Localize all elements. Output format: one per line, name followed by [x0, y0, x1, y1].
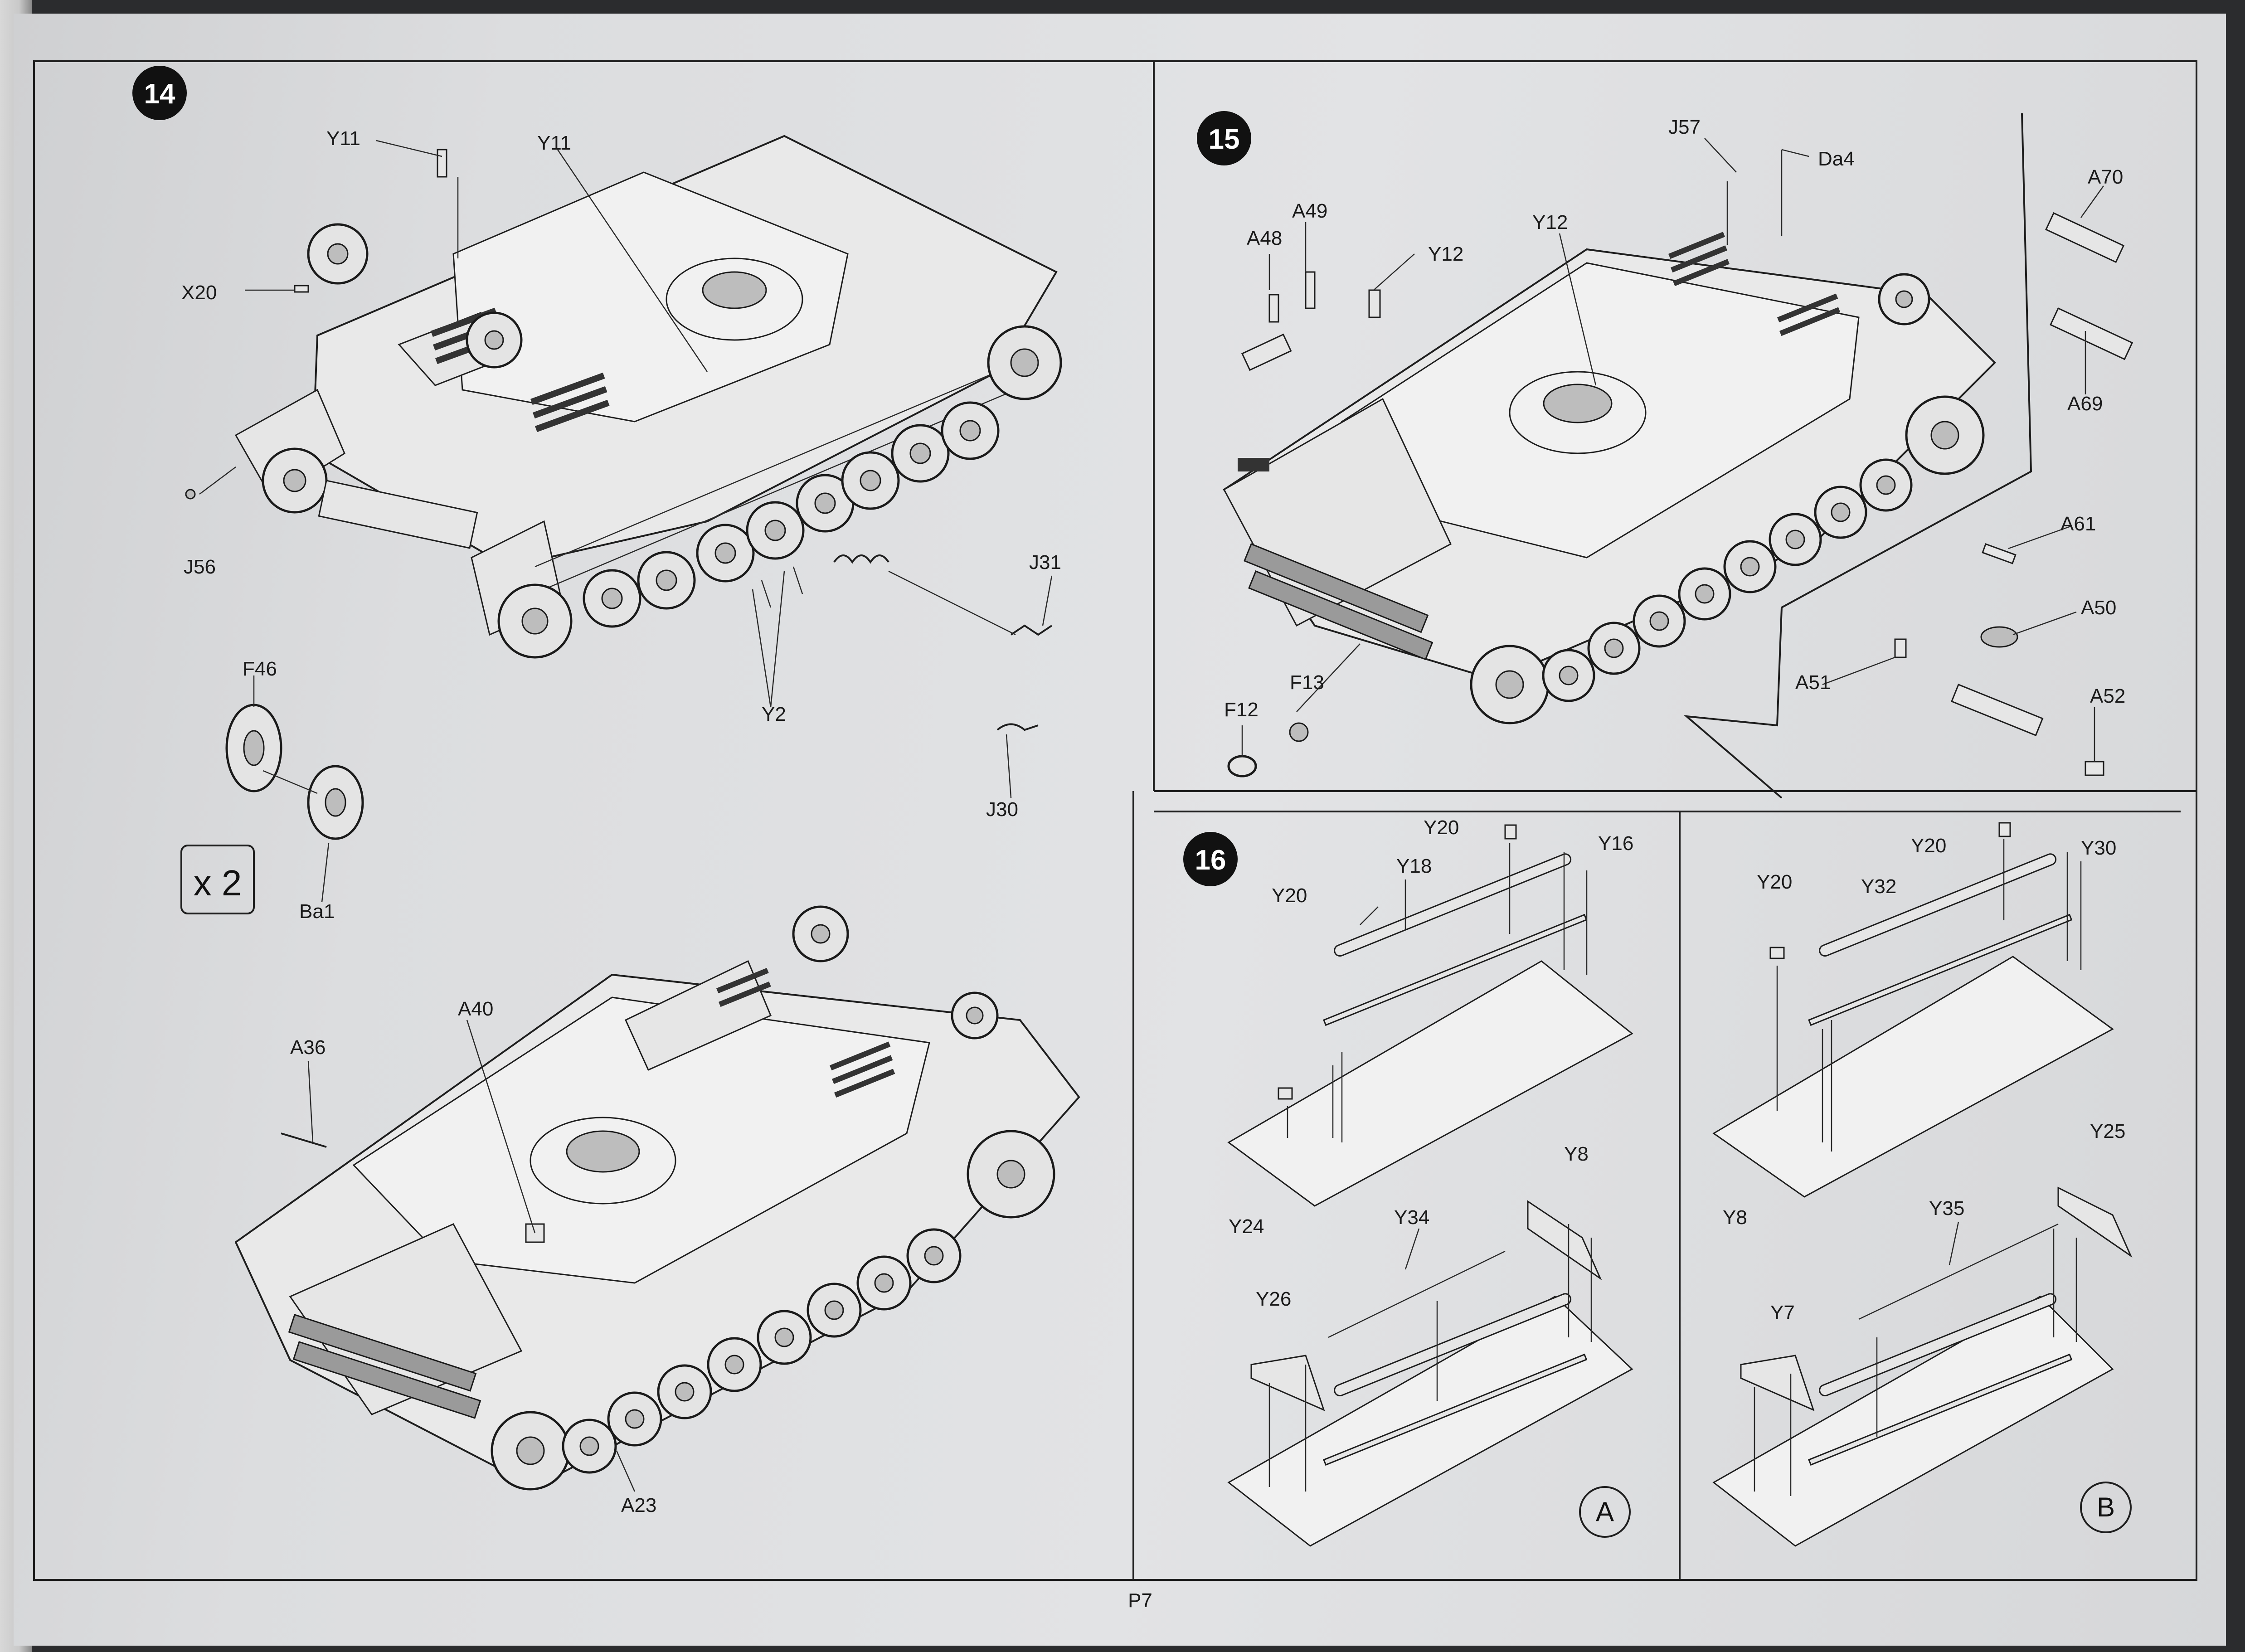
label-y20-b1: Y20: [1911, 835, 1946, 857]
label-y20-a2: Y20: [1272, 884, 1307, 907]
step-15-parts: [1227, 150, 2133, 777]
label-a61: A61: [2060, 513, 2096, 535]
label-y26: Y26: [1256, 1288, 1291, 1310]
road-wheels-lower: [491, 905, 1055, 1491]
label-a49: A49: [1292, 200, 1327, 222]
step-15: 15: [1197, 111, 2133, 777]
label-j31: J31: [1029, 551, 1061, 573]
label-a52: A52: [2090, 685, 2125, 707]
label-a48: A48: [1247, 227, 1282, 249]
label-y20-b2: Y20: [1757, 871, 1792, 893]
label-y12-b: Y12: [1532, 211, 1568, 233]
road-wheels-upper: [262, 325, 1062, 659]
panel-borders: [33, 60, 2197, 1581]
label-y25: Y25: [2090, 1120, 2125, 1142]
label-a23: A23: [621, 1494, 656, 1516]
step-16-a-bottom-assembly: A: [1227, 1200, 1633, 1547]
variant-b-marker: B: [2097, 1492, 2115, 1522]
label-y12-a: Y12: [1428, 243, 1463, 265]
engine-grille-15: [1668, 232, 1841, 336]
step-15-badge: 15: [1197, 111, 1251, 165]
step-15-tank-illustration: [1223, 232, 1996, 724]
label-y16: Y16: [1598, 832, 1633, 855]
label-a36: A36: [290, 1036, 326, 1059]
step-14-wheel-subassembly: [225, 675, 364, 903]
label-y7: Y7: [1770, 1302, 1795, 1324]
multiplier-text: x 2: [194, 863, 242, 903]
step-15-leaders: [1241, 138, 2104, 762]
step-16-leaders: [1360, 879, 1959, 1270]
road-wheels-15: [1470, 273, 1985, 724]
step-14-labels: Y11 Y11 X20 J56 J31 Y2 J30 F46 Ba1 A40 A…: [181, 127, 1061, 1516]
step-15-number: 15: [1209, 124, 1240, 155]
label-f46: F46: [243, 658, 277, 680]
label-y18: Y18: [1396, 855, 1432, 877]
step-15-labels: J57 Da4 A49 A48 Y12 Y12 A70 A69 A61 A50 …: [1224, 116, 2125, 721]
label-y2: Y2: [762, 703, 786, 725]
step-16-labels: Y20 Y18 Y16 Y20 Y24 Y8 Y34 Y26 Y20 Y32 Y…: [1229, 816, 2125, 1324]
step-16-b-top-assembly: [1712, 822, 2114, 1198]
label-y35: Y35: [1929, 1197, 1964, 1220]
step-16: 16 A: [1183, 816, 2133, 1547]
step-16-badge: 16: [1183, 832, 1238, 886]
label-y34: Y34: [1394, 1206, 1429, 1229]
label-y32: Y32: [1861, 875, 1896, 898]
track-links-lower: [288, 1314, 481, 1419]
step-14-lower-leaders: [307, 1020, 636, 1492]
step-14-number: 14: [144, 78, 175, 110]
label-j56: J56: [184, 556, 216, 578]
step-16-number: 16: [1195, 845, 1226, 876]
variant-a-marker: A: [1596, 1497, 1614, 1527]
label-da4: Da4: [1818, 148, 1855, 170]
engine-grille-lower: [716, 968, 895, 1098]
step-14-upper-tank-illustration: [234, 135, 1062, 659]
label-a69: A69: [2067, 393, 2103, 415]
step-14-lower-tank-illustration: [234, 905, 1080, 1491]
label-y11-b: Y11: [537, 132, 571, 154]
step-14: 14: [132, 66, 1080, 1516]
label-a50: A50: [2081, 597, 2116, 619]
step-14-badge: 14: [132, 66, 187, 120]
label-a40: A40: [458, 998, 493, 1020]
label-j57: J57: [1668, 116, 1701, 138]
label-x20: X20: [181, 282, 217, 304]
label-f13: F13: [1290, 671, 1324, 694]
label-ba1: Ba1: [299, 900, 335, 923]
label-y11-a: Y11: [326, 127, 360, 150]
label-y8-b: Y8: [1723, 1206, 1747, 1229]
label-y20-a1: Y20: [1424, 816, 1459, 839]
step-14-leaders: [199, 140, 1053, 798]
label-y30: Y30: [2081, 837, 2116, 859]
label-f12: F12: [1224, 699, 1259, 721]
track-links-15: [1244, 543, 1433, 661]
step-16-b-bottom-assembly: B: [1712, 1186, 2133, 1547]
label-y8-a: Y8: [1564, 1143, 1589, 1165]
page-number: P7: [1128, 1589, 1152, 1612]
label-a70: A70: [2088, 166, 2123, 188]
label-y24: Y24: [1229, 1215, 1264, 1238]
multiplier-box: x 2: [180, 845, 255, 914]
label-a51: A51: [1795, 671, 1831, 694]
step-16-a-top-assembly: [1227, 824, 1633, 1207]
label-j30: J30: [986, 798, 1018, 821]
